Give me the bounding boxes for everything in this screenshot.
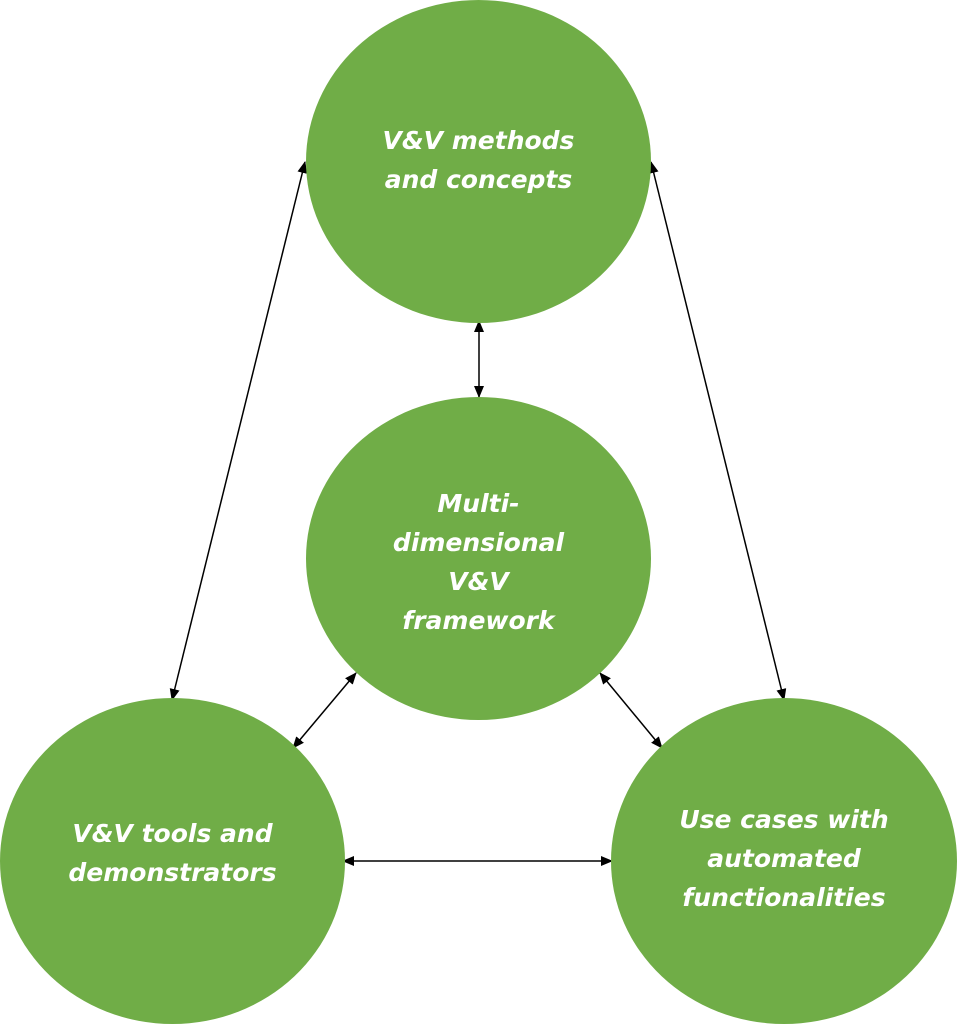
node-label-framework: Multi- dimensional V&V framework bbox=[392, 488, 565, 635]
node-vv-methods-and-concepts: V&V methods and concepts bbox=[306, 0, 651, 323]
node-label-use-cases: Use cases with automated functionalities bbox=[679, 804, 889, 912]
node-use-cases: Use cases with automated functionalities bbox=[611, 698, 957, 1024]
node-label-vv-methods: V&V methods and concepts bbox=[382, 125, 575, 194]
node-multidimensional-framework: Multi- dimensional V&V framework bbox=[306, 397, 651, 720]
node-label-vv-tools: V&V tools and demonstrators bbox=[68, 819, 277, 887]
arrow-top-left bbox=[169, 161, 308, 701]
arrow-center-left bbox=[292, 672, 357, 749]
arrow-top-right bbox=[648, 161, 787, 701]
node-vv-tools-and-demonstrators: V&V tools and demonstrators bbox=[0, 698, 345, 1024]
arrow-center-right bbox=[599, 672, 663, 749]
